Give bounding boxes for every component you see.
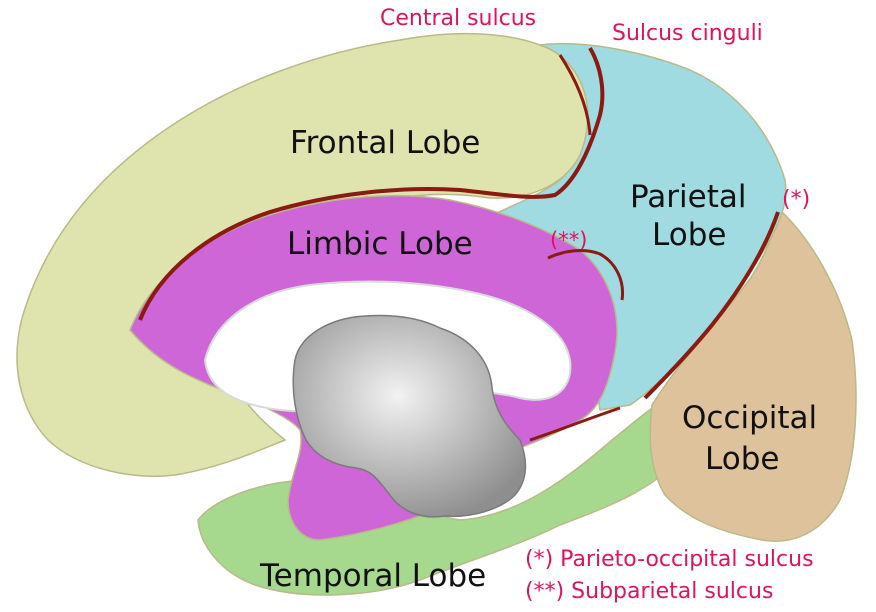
temporal-lobe-label: Temporal Lobe [259,558,486,594]
calcarine-sulcus-line [529,406,621,442]
occipital-lobe-label-line1: Occipital [682,400,817,436]
limbic-lobe-label: Limbic Lobe [287,226,473,262]
central-sulcus-line [558,54,592,136]
subparietal-marker: (**) [550,228,587,252]
parieto-occipital-sulcus-line [643,211,780,400]
frontal-lobe-region [16,32,589,477]
frontal-lobe-label: Frontal Lobe [290,125,480,161]
occipital-lobe-label-line2: Lobe [705,441,779,477]
legend-parieto-occipital: (*) Parieto-occipital sulcus [525,547,814,572]
parietal-lobe-label-line1: Parietal [630,179,747,215]
parietal-lobe-label-line2: Lobe [652,217,726,253]
legend-subparietal: (**) Subparietal sulcus [525,579,773,604]
central-sulcus-annotation: Central sulcus [380,6,536,31]
brainstem-region [292,314,527,518]
sulcus-cinguli-line [138,46,605,321]
subparietal-sulcus-line [547,249,625,301]
parieto-occipital-marker: (*) [782,187,810,212]
sulcus-cinguli-annotation: Sulcus cinguli [612,21,763,46]
